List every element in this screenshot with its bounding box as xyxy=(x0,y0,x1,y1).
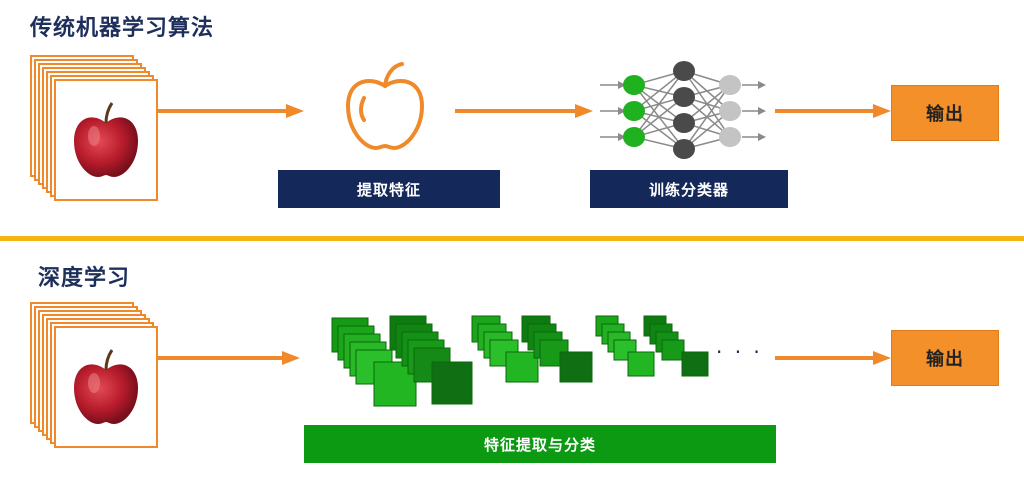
feature-extraction-classification-label: 特征提取与分类 xyxy=(304,425,776,463)
apple-photo xyxy=(74,349,138,424)
train-classifier-label: 训练分类器 xyxy=(590,170,788,208)
input-image-stack-top xyxy=(30,55,190,215)
ellipsis: · · · xyxy=(716,340,763,364)
deep-section-title: 深度学习 xyxy=(38,266,131,291)
arrow-2 xyxy=(455,104,593,118)
arrow-4 xyxy=(158,351,300,365)
traditional-section-title: 传统机器学习算法 xyxy=(30,16,215,41)
arrow-3 xyxy=(775,104,891,118)
neural-network-icon xyxy=(600,61,766,159)
arrow-5 xyxy=(775,351,891,365)
feature-map-blocks xyxy=(331,315,709,407)
output-box-deep: 输出 xyxy=(891,330,999,386)
output-box-traditional: 输出 xyxy=(891,85,999,141)
arrow-1 xyxy=(158,104,304,118)
apple-outline-icon xyxy=(345,62,425,151)
input-image-stack-bottom xyxy=(30,302,190,462)
apple-photo xyxy=(74,102,138,177)
section-divider xyxy=(0,236,1024,241)
extract-features-label: 提取特征 xyxy=(278,170,500,208)
